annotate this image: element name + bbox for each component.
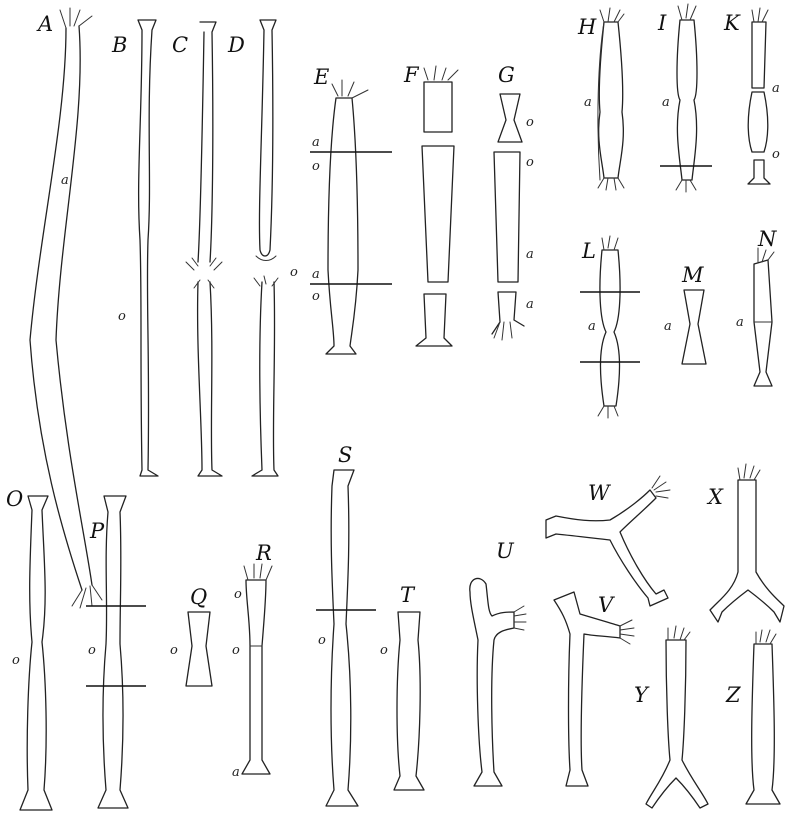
figure-d-mark-1: o <box>290 265 298 280</box>
figure-u-label: U <box>496 539 515 563</box>
figure-a-label: A <box>36 12 53 36</box>
figure-p-label: P <box>89 519 105 543</box>
figure-i: I a <box>657 4 712 192</box>
figure-l-mark-1: a <box>588 319 596 334</box>
figure-a-mark-1: a <box>61 173 69 188</box>
figure-r-mark-2: o <box>232 643 240 658</box>
figure-r-mark-1: o <box>234 587 242 602</box>
figure-g-mark-4: a <box>526 297 534 312</box>
figure-k: K a o <box>723 8 780 184</box>
figure-k-mark-2: o <box>772 147 780 162</box>
figure-y: Y <box>634 626 708 808</box>
figure-d-label: D <box>227 33 245 57</box>
figure-z: Z <box>725 630 780 804</box>
figure-k-label: K <box>723 11 741 35</box>
figure-g: G o o a a <box>492 63 534 340</box>
figure-g-label: G <box>498 63 515 87</box>
figure-m-mark-1: a <box>664 319 672 334</box>
figure-h: H a <box>577 8 624 190</box>
figure-w: W <box>546 476 670 606</box>
figure-g-mark-3: a <box>526 247 534 262</box>
figure-e-mark-3: a <box>312 267 320 282</box>
figure-e-mark-1: a <box>312 135 320 150</box>
figure-g-mark-2: o <box>526 155 534 170</box>
figure-s-label: S <box>338 443 352 467</box>
figure-u: U <box>470 539 526 786</box>
figure-p-mark-1: o <box>88 643 96 658</box>
figure-h-label: H <box>577 15 597 39</box>
figure-x-label: X <box>706 485 724 509</box>
figure-v: V <box>554 592 634 786</box>
figure-c: C <box>172 22 222 476</box>
figure-r-mark-3: a <box>232 765 240 780</box>
figure-z-label: Z <box>725 683 741 707</box>
figure-b: B o <box>111 20 158 476</box>
figure-q-mark-1: o <box>170 643 178 658</box>
figure-f: F <box>403 63 458 346</box>
figure-h-mark-1: a <box>584 95 592 110</box>
figure-l-label: L <box>581 239 596 263</box>
figure-i-label: I <box>657 11 667 35</box>
figure-k-mark-1: a <box>772 81 780 96</box>
figure-e-label: E <box>313 65 329 89</box>
figure-n-label: N <box>757 227 777 251</box>
figure-s: S o <box>316 443 376 806</box>
figure-o: O o <box>6 487 52 810</box>
figure-e-mark-4: o <box>312 289 320 304</box>
figure-o-mark-1: o <box>12 653 20 668</box>
figure-l: L a <box>580 236 640 418</box>
figure-t-label: T <box>400 583 416 607</box>
figure-t-mark-1: o <box>380 643 388 658</box>
figure-r: R o o a <box>232 541 272 780</box>
figure-m: M a <box>664 263 706 364</box>
figure-c-label: C <box>172 33 188 57</box>
figure-b-mark-1: o <box>118 309 126 324</box>
figure-n-mark-1: a <box>736 315 744 330</box>
figure-b-label: B <box>111 33 127 57</box>
figure-p: P o <box>86 496 146 808</box>
figure-o-label: O <box>6 487 23 511</box>
figure-e: E a o a o <box>310 65 392 354</box>
figure-x: X <box>706 464 784 622</box>
figure-e-mark-2: o <box>312 159 320 174</box>
figure-w-label: W <box>588 481 612 505</box>
figure-r-label: R <box>255 541 272 565</box>
figure-y-label: Y <box>634 683 650 707</box>
figure-q: Q o <box>170 585 212 686</box>
figure-f-label: F <box>403 63 420 87</box>
figure-t: T o <box>380 583 424 790</box>
figure-n: N a <box>736 227 777 386</box>
figure-g-mark-1: o <box>526 115 534 130</box>
figure-v-label: V <box>598 593 615 617</box>
figure-a: A a <box>30 8 102 608</box>
figure-m-label: M <box>681 263 704 287</box>
figure-s-mark-1: o <box>318 633 326 648</box>
figure-i-mark-1: a <box>662 95 670 110</box>
figure-d: D o <box>227 20 298 476</box>
figure-q-label: Q <box>190 585 207 609</box>
